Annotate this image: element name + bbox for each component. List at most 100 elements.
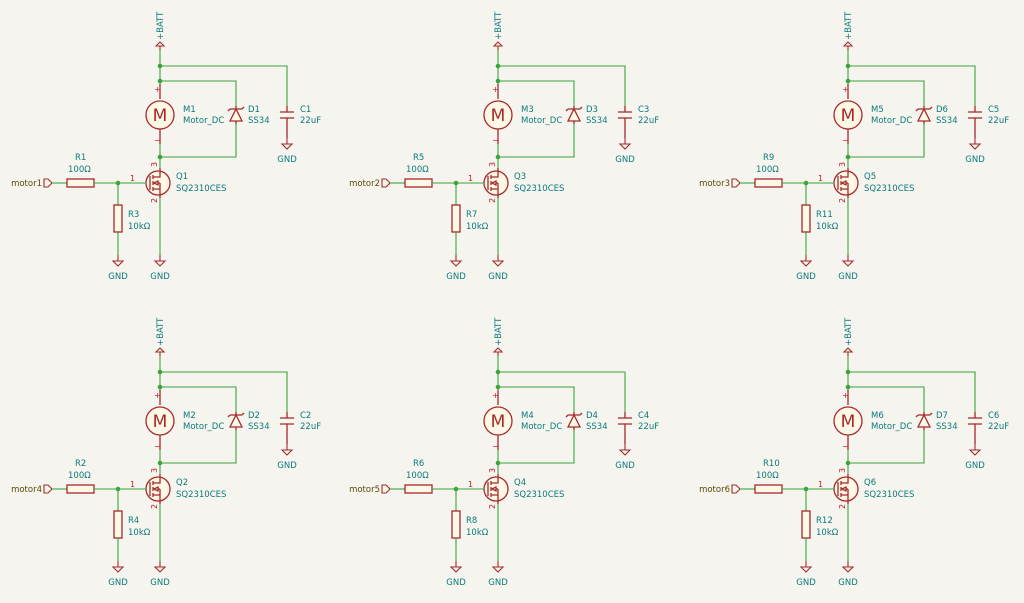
motor-driver-block-3: +BATTM+−M5Motor_DCD6SS34C522uFGNDQ5SQ231… — [699, 11, 1009, 282]
ground-label: GND — [108, 578, 128, 588]
ground-symbol — [111, 561, 125, 573]
gate-resistor-ref: R10 — [763, 459, 780, 469]
diode-symbol — [565, 106, 583, 122]
capacitor-ref: C4 — [638, 411, 649, 421]
drain-pin-number: 3 — [488, 468, 497, 473]
motor-glyph: M — [841, 106, 856, 126]
junction-dot — [495, 369, 501, 375]
junction-dot — [845, 63, 851, 69]
motor-ref: M5 — [871, 105, 884, 115]
motor-pin-plus: + — [154, 85, 161, 94]
ground-label: GND — [446, 272, 466, 282]
drain-pin-number: 3 — [838, 468, 847, 473]
ground-symbol — [968, 138, 982, 150]
mosfet-value: SQ2310CES — [514, 490, 564, 500]
mosfet-ref: Q3 — [514, 172, 526, 182]
power-flag-symbol — [842, 41, 854, 50]
diode-symbol — [565, 412, 583, 428]
gate-pin-number: 1 — [818, 480, 823, 489]
motor-value: Motor_DC — [183, 422, 224, 432]
drain-pin-number: 3 — [150, 468, 159, 473]
ground-symbol — [618, 138, 632, 150]
pulldown-resistor-value: 10kΩ — [816, 222, 839, 232]
ground-label: GND — [838, 272, 858, 282]
capacitor-ref: C2 — [300, 411, 311, 421]
gate-pin-number: 1 — [130, 480, 135, 489]
ground-label: GND — [615, 155, 635, 165]
capacitor-value: 22uF — [300, 422, 321, 432]
gate-resistor-value: 100Ω — [68, 165, 91, 175]
pulldown-resistor-ref: R4 — [128, 516, 139, 526]
mosfet-value: SQ2310CES — [864, 184, 914, 194]
diode-top-wire — [498, 386, 575, 412]
ground-label: GND — [277, 461, 297, 471]
capacitor-value: 22uF — [300, 116, 321, 126]
diode-value: SS34 — [936, 422, 958, 432]
cap-top-wire — [160, 371, 288, 412]
capacitor-ref: C1 — [300, 105, 311, 115]
motor-pin-plus: + — [154, 391, 161, 400]
mosfet-ref: Q4 — [514, 478, 526, 488]
ground-label: GND — [796, 578, 816, 588]
diode-value: SS34 — [586, 116, 608, 126]
motor-value: Motor_DC — [521, 116, 562, 126]
diode-top-wire — [848, 80, 925, 106]
gate-resistor-value: 100Ω — [756, 165, 779, 175]
motor-value: Motor_DC — [521, 422, 562, 432]
cap-top-wire — [498, 65, 626, 106]
capacitor-ref: C3 — [638, 105, 649, 115]
ground-label: GND — [488, 578, 508, 588]
diode-bottom-wire — [498, 430, 575, 464]
gate-resistor — [754, 484, 783, 494]
gate-pin-number: 1 — [818, 174, 823, 183]
diode-ref: D2 — [248, 411, 260, 421]
motor-ref: M3 — [521, 105, 534, 115]
motor-driver-block-2: +BATTM+−M3Motor_DCD3SS34C322uFGNDQ3SQ231… — [349, 11, 659, 282]
diode-bottom-wire — [498, 124, 575, 158]
diode-symbol — [227, 106, 245, 122]
input-net-label: motor4 — [11, 485, 42, 495]
input-port-symbol — [381, 178, 391, 188]
motor-ref: M4 — [521, 411, 534, 421]
pulldown-resistor-value: 10kΩ — [128, 528, 151, 538]
mosfet-arrow — [490, 485, 497, 493]
drain-pin-number: 3 — [150, 162, 159, 167]
power-flag-symbol — [842, 347, 854, 356]
junction-dot — [495, 78, 501, 84]
motor-driver-block-4: +BATTM+−M2Motor_DCD2SS34C222uFGNDQ2SQ231… — [11, 317, 321, 588]
motor-ref: M2 — [183, 411, 196, 421]
junction-dot — [157, 369, 163, 375]
diode-symbol — [915, 106, 933, 122]
motor-pin-plus: + — [492, 391, 499, 400]
ground-label: GND — [150, 272, 170, 282]
ground-symbol — [153, 255, 167, 267]
capacitor-ref: C6 — [988, 411, 999, 421]
ground-symbol — [799, 255, 813, 267]
source-pin-number: 2 — [150, 198, 159, 203]
motor-pin-plus: + — [492, 85, 499, 94]
power-flag-symbol — [492, 41, 504, 50]
mosfet-ref: Q6 — [864, 478, 876, 488]
junction-dot — [495, 63, 501, 69]
gate-resistor-ref: R1 — [75, 153, 86, 163]
input-port-symbol — [43, 484, 53, 494]
motor-glyph: M — [153, 412, 168, 432]
motor-glyph: M — [841, 412, 856, 432]
source-pin-number: 2 — [150, 504, 159, 509]
diode-value: SS34 — [936, 116, 958, 126]
motor-driver-block-5: +BATTM+−M4Motor_DCD4SS34C422uFGNDQ4SQ231… — [349, 317, 659, 588]
pulldown-resistor — [801, 510, 811, 539]
diode-top-wire — [498, 80, 575, 106]
motor-ref: M6 — [871, 411, 884, 421]
source-pin-number: 2 — [488, 504, 497, 509]
capacitor-symbol — [968, 111, 982, 119]
gate-resistor — [754, 178, 783, 188]
gate-resistor-value: 100Ω — [756, 471, 779, 481]
ground-label: GND — [488, 272, 508, 282]
motor-value: Motor_DC — [871, 422, 912, 432]
capacitor-symbol — [968, 417, 982, 425]
motor-pin-minus: − — [154, 442, 161, 451]
junction-dot — [495, 384, 501, 390]
